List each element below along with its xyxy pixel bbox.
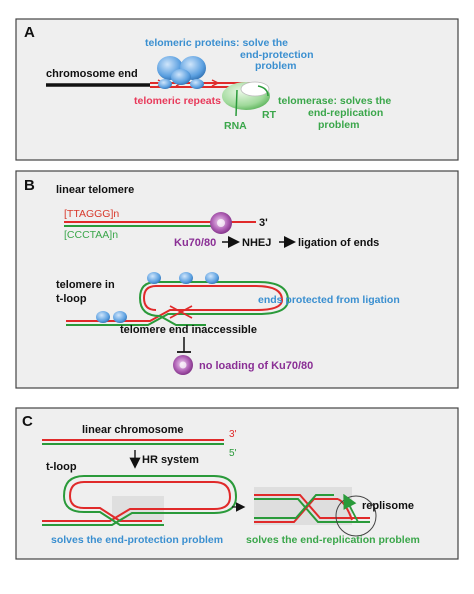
telomerase-label-1: telomerase: solves the	[278, 95, 391, 107]
chromosome-end-label: chromosome end	[46, 68, 138, 80]
seq-ttaggg-label: [TTAGGG]n	[64, 208, 119, 220]
rt-label: RT	[262, 109, 277, 121]
t-loop-label-c: t-loop	[46, 461, 77, 473]
telomeric-protein-complex	[157, 56, 206, 89]
ku70-80-label: Ku70/80	[174, 237, 216, 249]
shelterin-proteins-b	[96, 272, 219, 323]
telomerase-label-3: problem	[318, 119, 359, 131]
five-prime-label-c: 5'	[229, 448, 237, 459]
panel-b	[15, 170, 459, 389]
panel-a-letter: A	[24, 24, 35, 41]
telomerase-label-2: end-replication	[308, 107, 383, 119]
ku-protein-2	[173, 355, 193, 375]
ends-protected-label: ends protected from ligation	[258, 294, 400, 306]
rna-label: RNA	[224, 120, 247, 132]
linear-chromosome-label: linear chromosome	[82, 424, 183, 436]
telomeric-proteins-label-3: problem	[255, 60, 296, 72]
ligation-label: ligation of ends	[298, 237, 379, 249]
replisome-label: replisome	[362, 500, 414, 512]
telomeric-repeats-label: telomeric repeats	[134, 95, 221, 107]
telomerase-complex	[222, 81, 270, 117]
ku-protein-1	[210, 212, 232, 234]
seq-ccctaa-label: [CCCTAA]n	[64, 229, 118, 241]
hr-system-label: HR system	[142, 454, 199, 466]
replisome-diagram	[254, 487, 377, 537]
panel-b-letter: B	[24, 177, 35, 194]
t-loop-label-b: t-loop	[56, 293, 87, 305]
solves-protection-label: solves the end-protection problem	[51, 534, 223, 546]
linear-telomere-label: linear telomere	[56, 184, 134, 196]
telomeric-proteins-label-1: telomeric proteins: solve the	[145, 37, 288, 49]
panel-c-letter: C	[22, 413, 33, 430]
nhej-label: NHEJ	[242, 237, 271, 249]
rna-pointer-line	[235, 89, 238, 117]
t-loop-diagram-c	[42, 475, 238, 526]
telomeric-proteins-label-2: end-protection	[240, 49, 314, 61]
telomere-in-label: telomere in	[56, 279, 115, 291]
t-loop-diagram-b	[66, 281, 290, 326]
three-prime-label-b: 3'	[259, 217, 268, 229]
three-prime-label-c: 3'	[229, 429, 237, 440]
no-loading-label: no loading of Ku70/80	[199, 360, 313, 372]
solves-replication-label: solves the end-replication problem	[246, 534, 420, 546]
end-inaccessible-label: telomere end inaccessible	[120, 324, 257, 336]
panel-c	[15, 407, 459, 560]
